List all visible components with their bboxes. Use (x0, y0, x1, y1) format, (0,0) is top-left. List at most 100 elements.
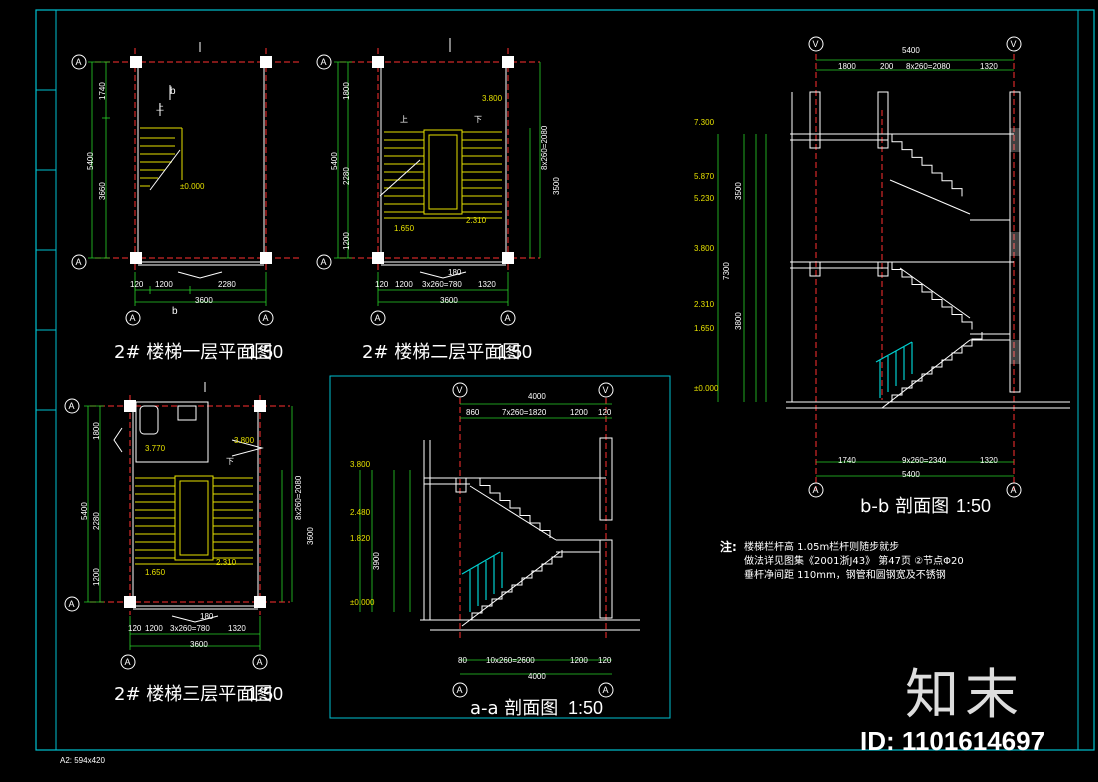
note-line3: 垂杆净间距 110mm，钢管和圆钢宽及不锈钢 (744, 570, 946, 581)
note-label: 注: (720, 540, 737, 554)
dim-label: 120 (128, 624, 142, 633)
dim-label: 2.310 (216, 558, 237, 567)
dim-label: 3.770 (145, 444, 166, 453)
dim-label: 5400 (80, 502, 89, 520)
dim-label: V (602, 385, 609, 395)
dim-label: 1200 (570, 656, 588, 665)
dim-label: A (320, 57, 327, 67)
dim-label: 3660 (98, 182, 107, 200)
dim-label: 上 (156, 103, 164, 112)
dim-label: 3.800 (234, 436, 255, 445)
dim-label: 1320 (980, 456, 998, 465)
dim-label: 3500 (552, 177, 561, 195)
dim-label: A (1010, 485, 1017, 495)
plan-floor-3 (84, 382, 293, 650)
plan-floor-2 (334, 38, 541, 306)
dim-label: 5.870 (694, 172, 715, 181)
dim-label: 1320 (228, 624, 246, 633)
dim-label: 3600 (195, 296, 213, 305)
dim-label: 2.480 (350, 508, 371, 517)
dim-label: A (129, 313, 136, 323)
section-bb (717, 54, 1070, 490)
dim-label: 1740 (838, 456, 856, 465)
dim-label: 3900 (372, 552, 381, 570)
dim-label: 3600 (440, 296, 458, 305)
dim-label: 1200 (145, 624, 163, 633)
dim-label: 1.650 (145, 568, 166, 577)
dim-label: V (456, 385, 463, 395)
dim-label: 2280 (342, 167, 351, 185)
dim-label: 2.310 (694, 300, 715, 309)
dim-label: 5400 (86, 152, 95, 170)
dim-label: 180 (448, 268, 462, 277)
dim-label: 8x260=2080 (540, 125, 549, 170)
dim-label: 1320 (980, 62, 998, 71)
dim-label: A (68, 599, 75, 609)
dim-label: 上 (400, 115, 408, 124)
section-bb-scale: 1:50 (956, 496, 992, 516)
dim-label: 1.650 (394, 224, 415, 233)
sheet-border (35, 9, 1095, 751)
dim-label: 120 (375, 280, 389, 289)
section-bb-title: b-b 剖面图 (860, 496, 950, 517)
dim-label: 3x260=780 (422, 280, 462, 289)
plan2-scale: 1:50 (497, 342, 533, 362)
dim-label: 5400 (902, 470, 920, 479)
dim-label: A (124, 657, 131, 667)
dim-label: 5.230 (694, 194, 715, 203)
dim-label: 180 (200, 612, 214, 621)
dim-label: ±0.000 (180, 182, 205, 191)
dim-label: 1800 (342, 82, 351, 100)
dim-label: 1200 (342, 232, 351, 250)
dim-label: ±0.000 (350, 598, 375, 607)
plan-floor-1 (88, 42, 300, 306)
dim-label: A (75, 57, 82, 67)
section-aa (359, 398, 640, 675)
dim-label: 4000 (528, 672, 546, 681)
dim-label: 1740 (98, 82, 107, 100)
dim-label: V (1010, 39, 1017, 49)
dim-label: A (262, 313, 269, 323)
dim-label: A (504, 313, 511, 323)
dim-label: 860 (466, 408, 480, 417)
dim-label: 1.650 (694, 324, 715, 333)
dim-label: A (456, 685, 463, 695)
dim-label: 10x260=2600 (486, 656, 535, 665)
dim-label: 下 (226, 457, 234, 466)
dim-label: 120 (598, 656, 612, 665)
dim-label: 1200 (570, 408, 588, 417)
dim-label: 7300 (722, 262, 731, 280)
dim-label: V (812, 39, 819, 49)
dim-label: A (320, 257, 327, 267)
dim-label: 1.820 (350, 534, 371, 543)
dim-label: A (374, 313, 381, 323)
dim-label: 1200 (92, 568, 101, 586)
plan3-title: 2# 楼梯三层平面图 (114, 684, 273, 705)
dim-label: A (812, 485, 819, 495)
dim-label: 7.300 (694, 118, 715, 127)
dim-label: 3.800 (694, 244, 715, 253)
dim-label: 下 (474, 115, 482, 124)
dim-label: 1200 (155, 280, 173, 289)
dim-label: 2.310 (466, 216, 487, 225)
section-aa-scale: 1:50 (568, 698, 604, 718)
dim-label: 1320 (478, 280, 496, 289)
section-aa-frame (329, 375, 671, 719)
note-line2: 做法详见图集《2001浙J43》 第47页 ②节点Φ20 (744, 556, 964, 567)
dim-label: A (256, 657, 263, 667)
sheet-size: A2: 594x420 (60, 756, 105, 765)
dim-label: 3.800 (350, 460, 371, 469)
dim-label: 1800 (838, 62, 856, 71)
watermark-id: ID: 1101614697 (860, 726, 1046, 756)
plan1-scale: 1:50 (248, 342, 284, 362)
dim-label: b (172, 306, 178, 317)
dim-label: 2280 (92, 512, 101, 530)
dim-label: A (75, 257, 82, 267)
dim-label: 120 (598, 408, 612, 417)
dim-label: 80 (458, 656, 467, 665)
dim-label: 200 (880, 62, 894, 71)
dim-label: 1800 (92, 422, 101, 440)
dim-label: 3500 (734, 182, 743, 200)
dim-label: 7x260=1820 (502, 408, 547, 417)
